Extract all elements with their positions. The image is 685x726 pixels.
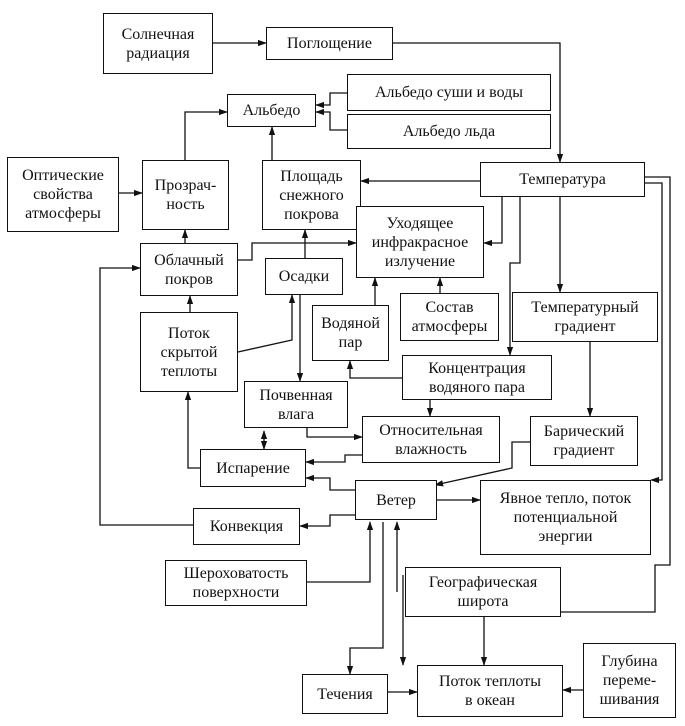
node-mixing-depth: Глубина переме- шивания: [583, 643, 676, 718]
edge-temperature-sensible: [645, 182, 663, 484]
node-transparency: Прозрач- ность: [142, 160, 229, 230]
edge-temperature-ir: [483, 197, 503, 247]
node-outgoing-ir: Уходящее инфракрасное излучение: [356, 206, 484, 278]
edge-humidity-evaporation: [305, 454, 365, 466]
edge-temperature-concentration: [506, 197, 521, 356]
edge-soil-humidity: [306, 428, 363, 441]
node-temperature: Температура: [480, 162, 645, 197]
node-temp-gradient: Температурный градиент: [512, 292, 658, 342]
node-wind: Ветер: [355, 480, 437, 520]
edge-cloud-ir: [238, 239, 357, 261]
edge-ice-albedo: [315, 108, 347, 131]
edge-concentration-vapor: [346, 360, 402, 379]
edge-evaporation-latent: [184, 391, 200, 469]
node-currents: Течения: [302, 674, 388, 714]
edge-land-albedo: [315, 92, 347, 109]
node-sensible-heat: Явное тепло, поток потенциальной энергии: [480, 480, 651, 555]
node-cloud-cover: Облачный покров: [140, 243, 238, 296]
edge-roughness-wind: [307, 521, 374, 583]
node-evaporation: Испарение: [200, 449, 306, 487]
node-latent-heat-flux: Поток скрытой теплоты: [140, 312, 238, 392]
node-atm-composition: Состав атмосферы: [400, 293, 499, 341]
node-vapor-concentration: Концентрация водяного пара: [402, 355, 552, 400]
node-relative-humidity: Относительная влажность: [362, 416, 500, 463]
node-latitude: Географическая широта: [405, 567, 561, 617]
node-absorption: Поглощение: [266, 27, 393, 60]
edge-transparency-albedo: [184, 108, 228, 160]
node-surface-roughness: Шероховатость поверхности: [165, 560, 307, 606]
edge-absorption-temperature: [393, 42, 564, 163]
node-water-vapor: Водяной пар: [312, 305, 389, 361]
edge-pgrad-wind: [434, 441, 530, 487]
node-pressure-gradient: Барический градиент: [530, 416, 638, 466]
edge-convection-cloud: [99, 264, 193, 526]
node-ocean-heat-flux: Поток теплоты в океан: [417, 665, 563, 717]
edge-wind-evaporation: [305, 474, 355, 491]
node-soil-moisture: Почвенная влага: [244, 381, 348, 428]
node-albedo-land-water: Альбедо суши и воды: [347, 74, 551, 111]
node-albedo: Альбедо: [227, 94, 316, 127]
edge-wind-currents: [346, 522, 384, 675]
node-snow-area: Площадь снежного покрова: [262, 160, 361, 230]
node-convection: Конвекция: [193, 508, 300, 545]
node-albedo-ice: Альбедо льда: [347, 114, 551, 149]
node-precipitation: Осадки: [265, 258, 343, 295]
node-solar-radiation: Солнечная радиация: [103, 13, 213, 74]
edge-latent-precip: [237, 294, 296, 353]
node-optical-properties: Оптические свойства атмосферы: [7, 157, 119, 232]
edge-wind-convection: [299, 514, 358, 530]
